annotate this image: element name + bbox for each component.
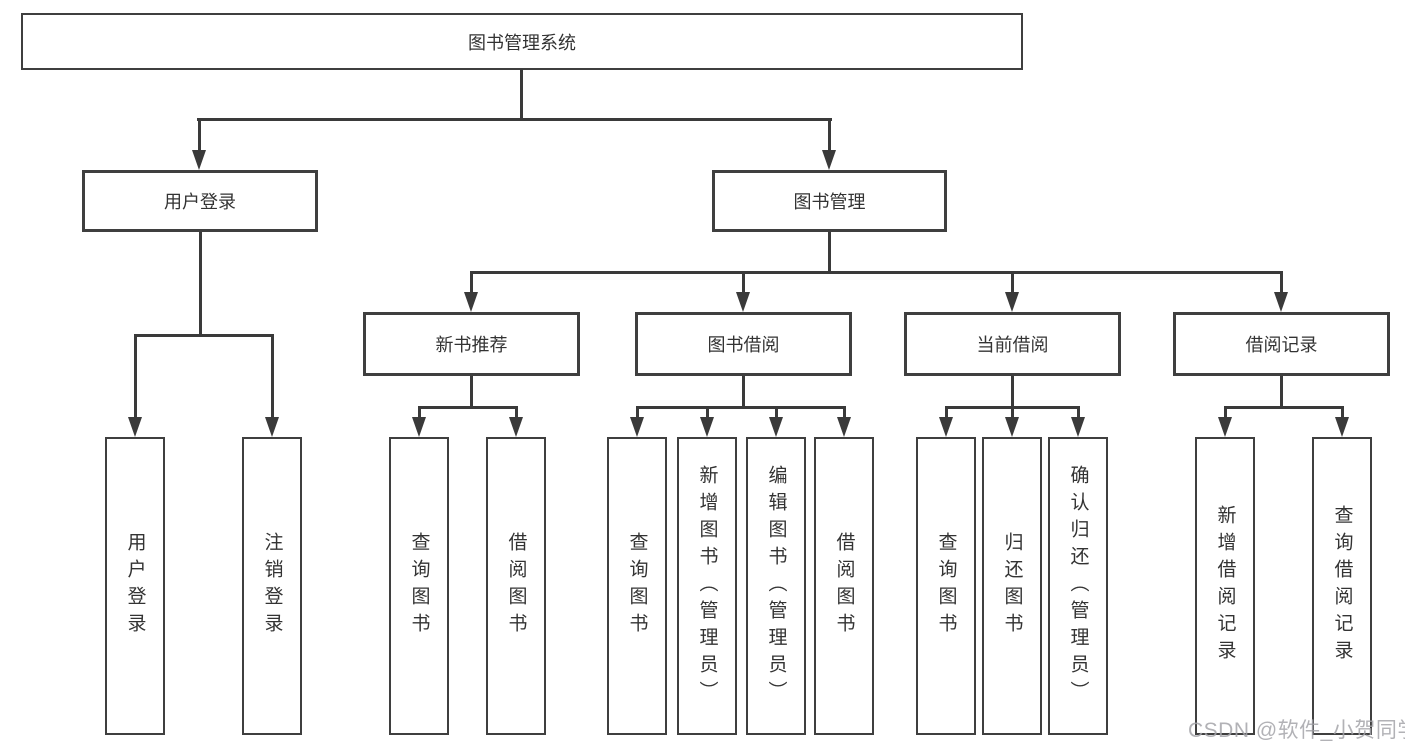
node-label: 查询图书 bbox=[935, 532, 957, 640]
node-label: 确认归还（管理员） bbox=[1067, 464, 1089, 708]
connector-stem bbox=[470, 376, 473, 408]
node-label: 新增图书（管理员） bbox=[696, 464, 718, 708]
connector-drop bbox=[775, 406, 778, 421]
connector-stem bbox=[520, 69, 523, 120]
arrowhead-down-icon bbox=[192, 150, 206, 170]
node-label: 图书借阅 bbox=[707, 335, 780, 355]
connector-drop bbox=[134, 334, 137, 420]
node-book-borrow: 图书借阅 bbox=[635, 312, 852, 376]
connector-stem bbox=[742, 376, 745, 408]
connector-branch bbox=[418, 406, 518, 409]
connector-drop bbox=[1077, 406, 1080, 421]
leaf-br-add-record: 新增借阅记录 bbox=[1195, 437, 1255, 735]
leaf-logout: 注销登录 bbox=[242, 437, 302, 735]
connector-drop bbox=[1341, 406, 1344, 421]
connector-drop bbox=[271, 334, 274, 420]
arrowhead-down-icon bbox=[837, 417, 851, 437]
connector-branch bbox=[1224, 406, 1344, 409]
node-label: 注销登录 bbox=[261, 532, 283, 640]
leaf-br-query-record: 查询借阅记录 bbox=[1312, 437, 1372, 735]
node-root: 图书管理系统 bbox=[21, 13, 1023, 70]
arrowhead-down-icon bbox=[509, 417, 523, 437]
node-label: 归还图书 bbox=[1001, 532, 1023, 640]
arrowhead-down-icon bbox=[769, 417, 783, 437]
connector-drop bbox=[515, 406, 518, 421]
leaf-bb-borrow-books: 借阅图书 bbox=[814, 437, 874, 735]
arrowhead-down-icon bbox=[630, 417, 644, 437]
leaf-cb-query-books: 查询图书 bbox=[916, 437, 976, 735]
connector-stem bbox=[1011, 376, 1014, 408]
watermark: CSDN @软件_小贺同学 bbox=[1188, 719, 1405, 742]
connector-drop bbox=[1011, 271, 1014, 294]
arrowhead-down-icon bbox=[464, 292, 478, 312]
arrowhead-down-icon bbox=[1335, 417, 1349, 437]
connector-drop bbox=[636, 406, 639, 421]
arrowhead-down-icon bbox=[1274, 292, 1288, 312]
arrowhead-down-icon bbox=[822, 150, 836, 170]
leaf-nb-query-books: 查询图书 bbox=[389, 437, 449, 735]
node-label: 图书管理 bbox=[793, 192, 866, 212]
node-label: 当前借阅 bbox=[976, 335, 1049, 355]
connector-stem bbox=[828, 232, 831, 273]
node-label: 图书管理系统 bbox=[468, 32, 576, 53]
arrowhead-down-icon bbox=[412, 417, 426, 437]
connector-stem bbox=[1280, 376, 1283, 408]
leaf-user-login: 用户登录 bbox=[105, 437, 165, 735]
node-borrow-records: 借阅记录 bbox=[1173, 312, 1390, 376]
connector-drop bbox=[828, 118, 831, 152]
connector-drop bbox=[742, 271, 745, 294]
connector-drop bbox=[945, 406, 948, 421]
leaf-nb-borrow-books: 借阅图书 bbox=[486, 437, 546, 735]
arrowhead-down-icon bbox=[1071, 417, 1085, 437]
arrowhead-down-icon bbox=[939, 417, 953, 437]
connector-drop bbox=[418, 406, 421, 421]
arrowhead-down-icon bbox=[265, 417, 279, 437]
arrowhead-down-icon bbox=[128, 417, 142, 437]
connector-drop bbox=[198, 118, 201, 152]
connector-drop bbox=[843, 406, 846, 421]
connector-drop bbox=[1224, 406, 1227, 421]
node-label: 编辑图书（管理员） bbox=[765, 464, 787, 708]
connector-branch bbox=[134, 334, 274, 337]
connector-branch bbox=[197, 118, 832, 121]
node-label: 查询图书 bbox=[626, 532, 648, 640]
node-label: 用户登录 bbox=[164, 192, 236, 212]
arrowhead-down-icon bbox=[700, 417, 714, 437]
connector-branch bbox=[470, 271, 1283, 274]
arrowhead-down-icon bbox=[1005, 292, 1019, 312]
node-book-mgmt: 图书管理 bbox=[712, 170, 947, 232]
node-label: 查询借阅记录 bbox=[1331, 505, 1353, 667]
leaf-bb-edit-books: 编辑图书（管理员） bbox=[746, 437, 806, 735]
arrowhead-down-icon bbox=[1005, 417, 1019, 437]
node-label: 新书推荐 bbox=[435, 335, 508, 355]
node-label: 借阅图书 bbox=[505, 532, 527, 640]
node-new-books: 新书推荐 bbox=[363, 312, 580, 376]
connector-drop bbox=[470, 271, 473, 294]
node-current-borrow: 当前借阅 bbox=[904, 312, 1121, 376]
node-label: 查询图书 bbox=[408, 532, 430, 640]
leaf-cb-return-books: 归还图书 bbox=[982, 437, 1042, 735]
arrowhead-down-icon bbox=[736, 292, 750, 312]
leaf-bb-query-books: 查询图书 bbox=[607, 437, 667, 735]
node-user-login: 用户登录 bbox=[82, 170, 318, 232]
connector-stem bbox=[199, 232, 202, 336]
node-label: 借阅记录 bbox=[1245, 335, 1318, 355]
node-label: 借阅图书 bbox=[833, 532, 855, 640]
connector-drop bbox=[1280, 271, 1283, 294]
arrowhead-down-icon bbox=[1218, 417, 1232, 437]
connector-drop bbox=[1011, 406, 1014, 421]
node-label: 新增借阅记录 bbox=[1214, 505, 1236, 667]
node-label: 用户登录 bbox=[124, 532, 146, 640]
leaf-cb-confirm-return: 确认归还（管理员） bbox=[1048, 437, 1108, 735]
leaf-bb-add-books: 新增图书（管理员） bbox=[677, 437, 737, 735]
connector-drop bbox=[706, 406, 709, 421]
connector-branch bbox=[636, 406, 846, 409]
